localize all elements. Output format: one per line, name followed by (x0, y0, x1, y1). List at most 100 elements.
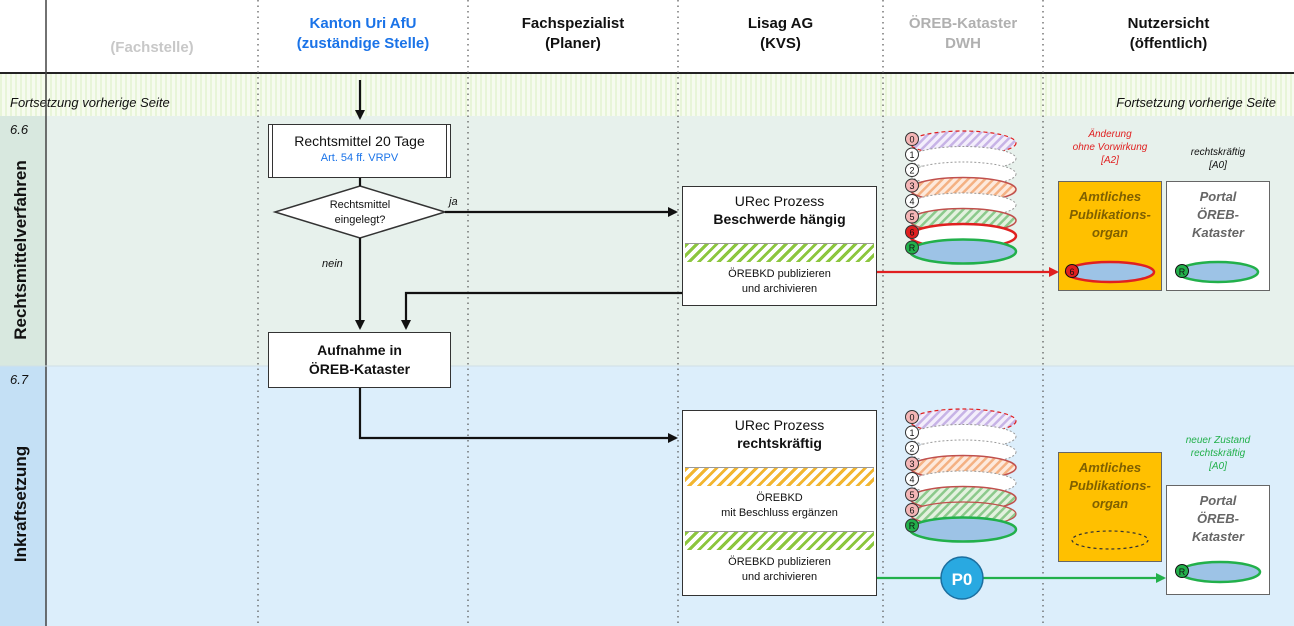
status-black-line2: [A0] (1209, 160, 1227, 171)
column-header-nutzersicht-line2: (öffentlich) (1129, 35, 1208, 52)
urec2-task1-line2: mit Beschluss ergänzen (721, 507, 838, 519)
arrow-publish-to-aufnahme (401, 291, 683, 330)
continuation-band (0, 74, 1294, 116)
column-header-lisag: Lisag AG (KVS) (678, 14, 883, 54)
urec2-task1-line1: ÖREBKD (756, 492, 803, 504)
decision-text-line2: eingelegt? (334, 214, 386, 226)
stack-badge-R (905, 240, 919, 255)
rechtsmittel-box: Rechtsmittel 20 Tage Art. 54 ff. VRPV (268, 124, 451, 178)
stack-badge-3 (905, 178, 919, 193)
status-black-line1: rechtskräftig (1190, 147, 1246, 158)
stack-layer-R (908, 238, 1018, 265)
portal1-line3: Kataster (1191, 225, 1245, 240)
urec1-line1: URec Prozess (734, 193, 825, 209)
stack-badge-2 (905, 441, 919, 455)
stack-badge-5 (905, 487, 919, 502)
column-header-fachspezialist-line2: (Planer) (545, 35, 601, 52)
stack-badge-label-6: 6 (909, 506, 914, 516)
column-header-kanton-line2: (zuständige Stelle) (296, 35, 430, 52)
column-header-lisag-line2: (KVS) (760, 35, 801, 52)
status-red-line1: Änderung (1088, 129, 1132, 140)
aufnahme-line1: Aufnahme in (317, 342, 402, 358)
continuation-left: Fortsetzung vorherige Seite (10, 95, 170, 110)
urec-beschwerde-box: URec Prozess Beschwerde hängig ÖREBKD pu… (682, 186, 877, 306)
urec2-hatch-yellow (685, 467, 874, 486)
org1-line1: Amtliches (1078, 189, 1142, 204)
urec2-line2: rechtskräftig (737, 435, 822, 451)
urec2-hatch-green (685, 531, 874, 550)
edge-label-ja: ja (449, 196, 458, 208)
stack-badge-5 (905, 209, 919, 224)
publikationsorgan-box-2: Amtliches Publikations- organ (1058, 452, 1162, 562)
stack-badge-4 (905, 472, 919, 486)
urec2-task1: ÖREBKD mit Beschluss ergänzen (683, 491, 876, 521)
p0-label: P0 (952, 570, 973, 589)
urec1-line2: Beschwerde hängig (713, 211, 846, 227)
stack-badge-2 (905, 163, 919, 177)
stack-badge-1 (905, 425, 919, 440)
status-green-line1: neuer Zustand (1185, 435, 1251, 446)
stack-layer-R (908, 516, 1018, 543)
org1-line2: Publikations- (1069, 207, 1151, 222)
header-band (0, 0, 1294, 72)
stack-badge-3 (905, 456, 919, 471)
continuation-right: Fortsetzung vorherige Seite (1116, 95, 1276, 110)
stack-badge-label-0: 0 (909, 135, 914, 145)
stack-badge-6 (905, 225, 919, 239)
status-green-line3: [A0] (1209, 461, 1227, 472)
status-label-red: Änderung ohne Vorwirkung [A2] (1058, 128, 1162, 167)
portal2-line1: Portal (1199, 493, 1237, 508)
urec2-task2-line2: und archivieren (741, 571, 818, 583)
stack-badge-1 (905, 147, 919, 162)
flow-arrows (355, 80, 683, 443)
org2-line3: organ (1091, 496, 1129, 511)
urec2-task2-line1: ÖREBKD publizieren (728, 556, 831, 568)
stack-badge-label-1: 1 (909, 150, 914, 160)
rechtsmittel-title: Rechtsmittel 20 Tage (294, 133, 425, 149)
stack-badge-0 (905, 410, 919, 424)
lane-number-6-6: 6.6 (10, 122, 29, 137)
arrow-aufnahme-to-urec2 (358, 388, 678, 443)
aufnahme-box: Aufnahme in ÖREB-Kataster (268, 332, 451, 388)
stack-badge-R (905, 518, 919, 533)
stack-badge-label-2: 2 (909, 444, 914, 454)
rechtsmittel-inner-left (272, 125, 273, 177)
column-header-nutzersicht: Nutzersicht (öffentlich) (1043, 14, 1294, 54)
stack-badge-label-4: 4 (909, 475, 914, 485)
lane-number-6-7: 6.7 (10, 372, 29, 387)
column-header-kanton-line1: Kanton Uri AfU (309, 15, 417, 32)
column-header-oereb-dwh-line1: ÖREB-Kataster (908, 15, 1018, 32)
status-label-green: neuer Zustand rechtskräftig [A0] (1166, 434, 1270, 473)
p0-marker (940, 556, 984, 600)
column-header-oereb-dwh: ÖREB-Kataster DWH (883, 14, 1043, 54)
portal2-line2: ÖREB- (1197, 511, 1239, 526)
stack-badge-6 (905, 503, 919, 517)
portal1-line2: ÖREB- (1197, 207, 1239, 222)
org1-line3: organ (1091, 225, 1129, 240)
portal2-line3: Kataster (1191, 529, 1245, 544)
status-red-line2: ohne Vorwirkung (1072, 142, 1148, 153)
stack-badge-label-5: 5 (909, 490, 914, 500)
stack-badge-label-5: 5 (909, 212, 914, 222)
stack-badge-label-3: 3 (909, 459, 914, 469)
urec-rechtskraeftig-box: URec Prozess rechtskräftig ÖREBKD mit Be… (682, 410, 877, 596)
status-label-black: rechtskräftig [A0] (1166, 146, 1270, 172)
org2-line2: Publikations- (1069, 478, 1151, 493)
column-header-oereb-dwh-line2: DWH (945, 35, 981, 52)
status-red-line3: [A2] (1101, 155, 1119, 166)
column-header-kanton: Kanton Uri AfU (zuständige Stelle) (258, 14, 468, 54)
rechtsmittel-sub: Art. 54 ff. VRPV (320, 152, 399, 164)
decision-text: Rechtsmittel eingelegt? (300, 198, 420, 228)
stack-badge-0 (905, 132, 919, 146)
publikationsorgan-box-1: Amtliches Publikations- organ (1058, 181, 1162, 291)
column-header-fachspezialist: Fachspezialist (Planer) (468, 14, 678, 54)
urec1-task-line2: und archivieren (741, 283, 818, 295)
column-header-nutzersicht-line1: Nutzersicht (1127, 15, 1210, 32)
column-header-fachstelle-text: (Fachstelle) (110, 39, 194, 56)
lane-title-cell-2 (0, 366, 46, 626)
portal1-line1: Portal (1199, 189, 1237, 204)
status-green-line2: rechtskräftig (1190, 448, 1246, 459)
urec1-task: ÖREBKD publizieren und archivieren (683, 267, 876, 297)
stack-badge-label-0: 0 (909, 413, 914, 423)
